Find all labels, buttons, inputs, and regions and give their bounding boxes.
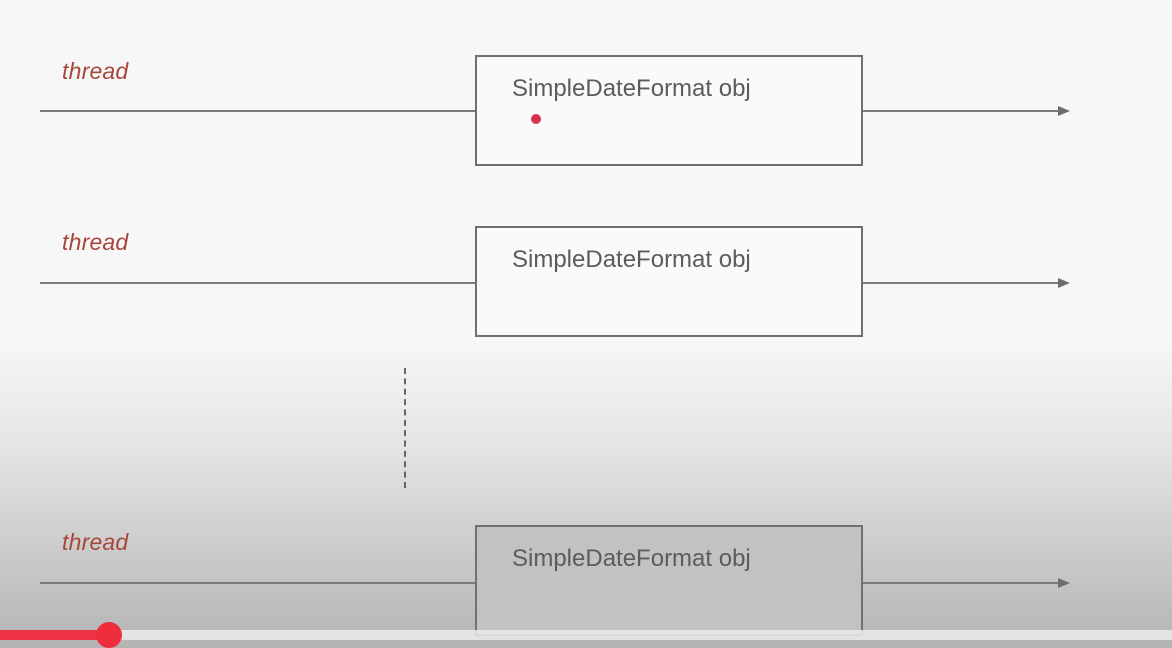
ellipsis-dashed-line — [404, 368, 406, 488]
scrubber-handle[interactable] — [96, 622, 122, 648]
arrow-head-icon — [1058, 278, 1070, 288]
thread-line — [40, 582, 476, 584]
progress-bar[interactable] — [0, 630, 1172, 640]
arrow-head-icon — [1058, 578, 1070, 588]
object-box: SimpleDateFormat obj — [475, 525, 863, 636]
object-label: SimpleDateFormat obj — [512, 75, 751, 102]
thread-line — [40, 282, 476, 284]
object-box: SimpleDateFormat obj — [475, 226, 863, 337]
thread-label: thread — [62, 529, 129, 555]
object-label: SimpleDateFormat obj — [512, 545, 751, 572]
object-label: SimpleDateFormat obj — [512, 246, 751, 273]
object-box: SimpleDateFormat obj — [475, 55, 863, 166]
thread-line-out — [863, 282, 1059, 284]
thread-label: thread — [62, 229, 129, 255]
pointer-dot — [531, 114, 541, 124]
arrow-head-icon — [1058, 106, 1070, 116]
thread-line-out — [863, 582, 1059, 584]
thread-label: thread — [62, 58, 129, 84]
progress-played — [0, 630, 109, 640]
thread-line-out — [863, 110, 1059, 112]
thread-line — [40, 110, 476, 112]
